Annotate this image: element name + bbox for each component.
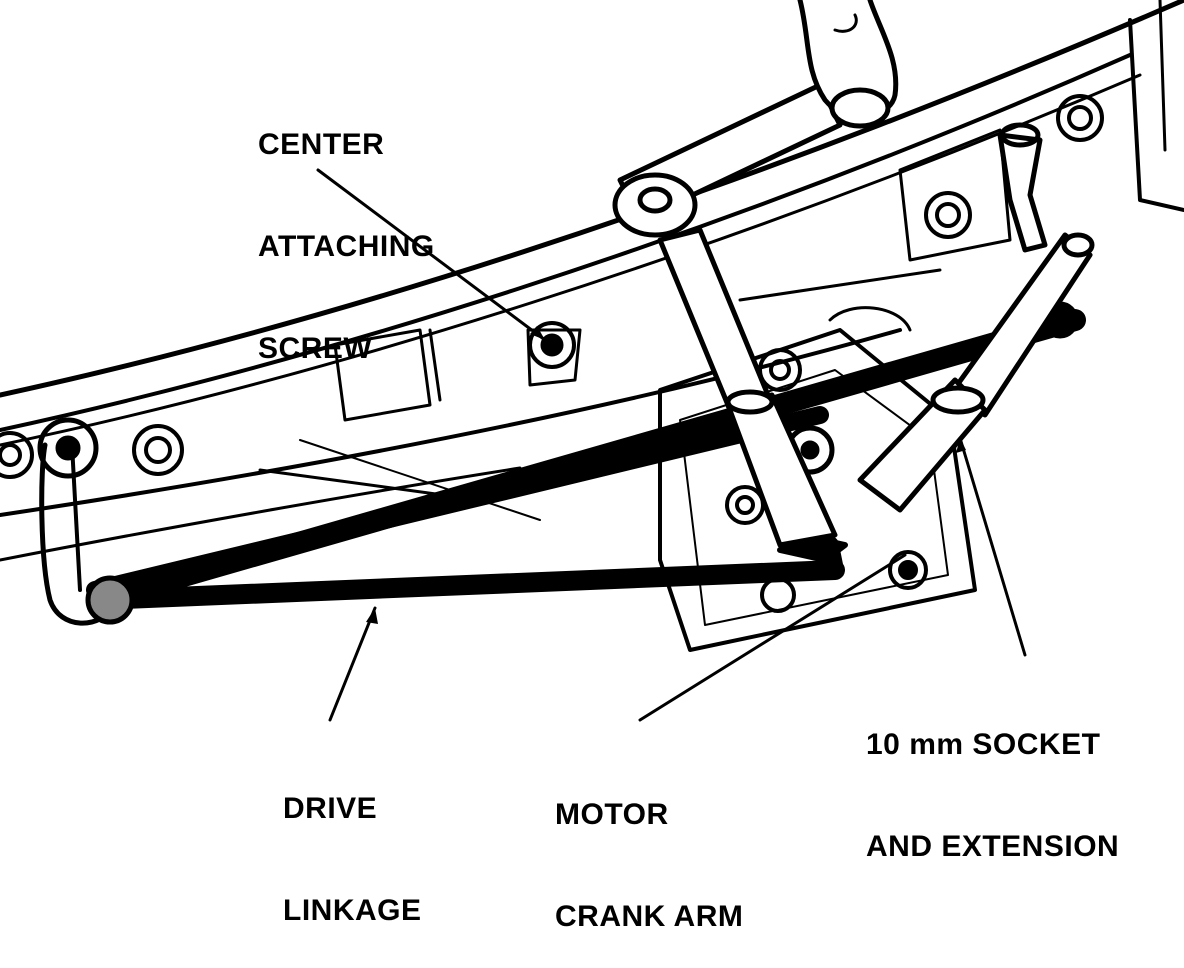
leader-arrowheads (366, 326, 966, 624)
label-drive-linkage: DRIVE LINKAGE (283, 792, 422, 927)
center-attaching-screw (526, 321, 582, 387)
label-socket-and-extension: 10 mm SOCKET AND EXTENSION (866, 728, 1120, 863)
cowl-panel (0, 0, 1184, 562)
diagram-illustration (0, 0, 1184, 722)
label-motor-crank-arm: MOTOR CRANK ARM (555, 798, 744, 933)
label-center-attaching-screw: CENTER ATTACHING SCREW (258, 128, 435, 365)
ratchet-extension (657, 227, 838, 548)
ratchet-handle (612, 0, 899, 238)
motor-mounting-plate (658, 128, 1012, 652)
socket-and-extension (857, 122, 1095, 513)
leader-lines (316, 168, 1027, 722)
wiper-linkage-diagram: CENTER ATTACHING SCREW 10 mm SOCKET AND … (0, 0, 1184, 933)
